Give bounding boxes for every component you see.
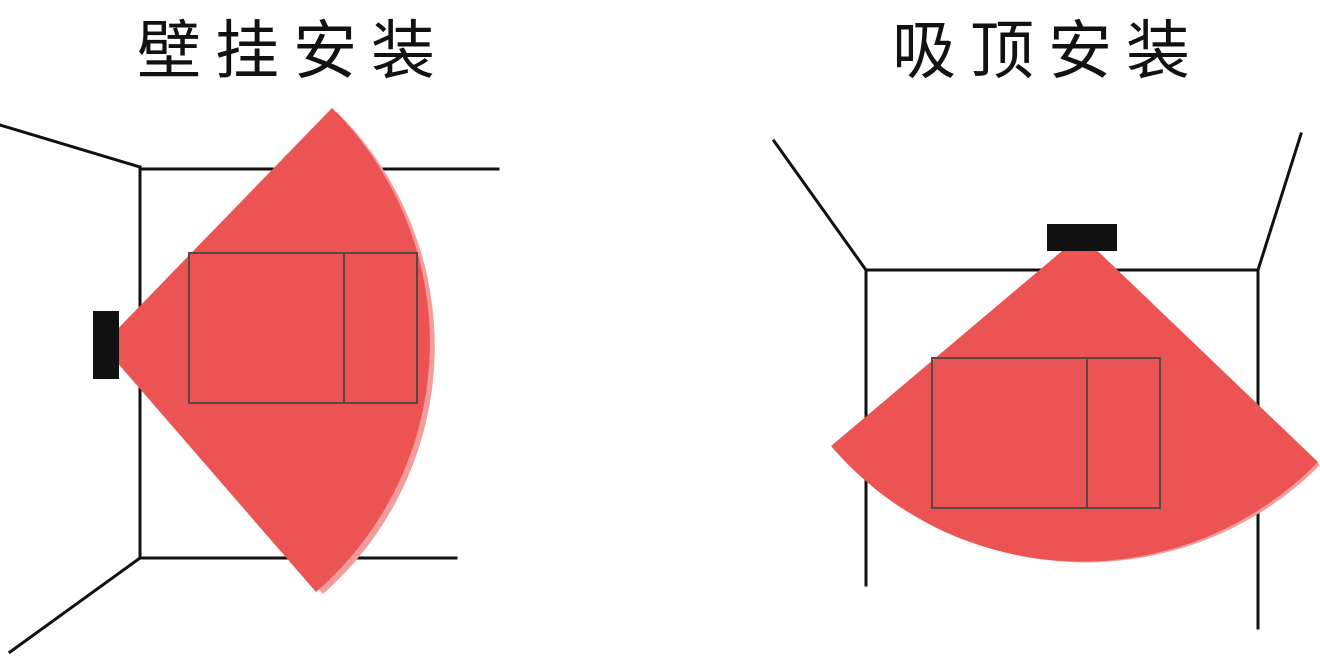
wall-mount-panel — [0, 108, 500, 655]
ceiling-mount-panel — [771, 132, 1320, 630]
ceiling-mount-title: 吸顶安装 — [892, 15, 1204, 89]
wall-mount-title: 壁挂安装 — [137, 15, 449, 89]
wall-room-ceiling-edge — [0, 123, 142, 169]
wall-sensor-device — [93, 311, 119, 379]
ceiling-room-left-ceiling-edge — [771, 138, 869, 273]
ceiling-bed-frame — [931, 357, 1161, 509]
wall-bed-frame — [188, 252, 418, 404]
ceiling-room-right-ceiling-edge — [1256, 132, 1303, 272]
ceiling-sensor-device — [1047, 224, 1117, 251]
wall-coverage-zone — [102, 108, 430, 592]
wall-furniture-outline — [188, 252, 418, 404]
ceiling-furniture-outline — [931, 357, 1161, 509]
ceiling-coverage-zone — [831, 235, 1318, 562]
wall-room-floor-edge — [7, 555, 143, 655]
